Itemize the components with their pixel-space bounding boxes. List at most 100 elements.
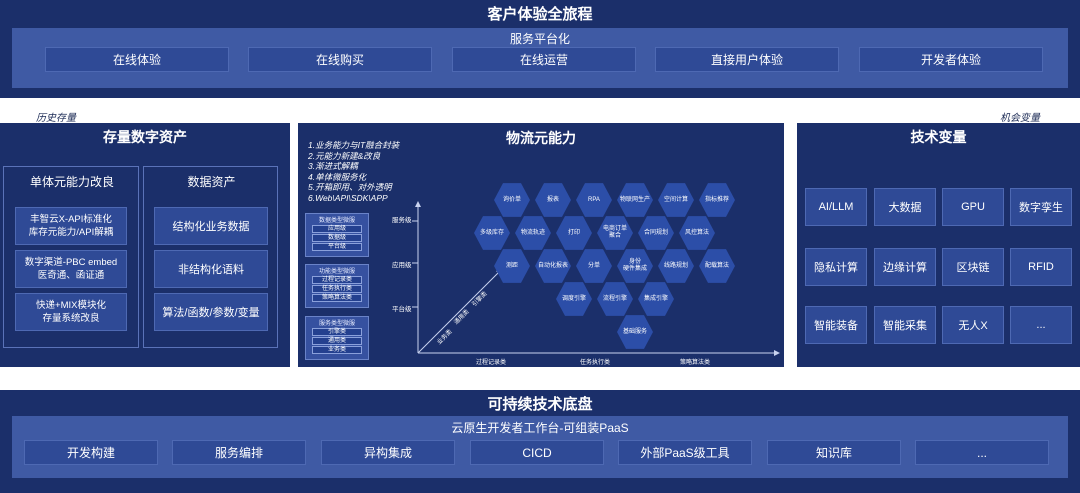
foundation-item-more[interactable]: ... <box>915 440 1049 465</box>
legend-function-type-head: 功能类型微服 <box>318 269 355 275</box>
digital-assets-title: 存量数字资产 <box>103 129 187 145</box>
foundation-item-external-paas[interactable]: 外部PaaS级工具 <box>618 440 752 465</box>
digital-assets-panel: 存量数字资产 单体元能力改良 丰智云X-API标准化 库存元能力/API解耦 数… <box>0 123 290 367</box>
x-level-task: 任务执行类 <box>580 360 611 366</box>
journey-item-direct-user[interactable]: 直接用户体验 <box>655 47 839 72</box>
legend-item: 业务类 <box>312 346 362 354</box>
opportunity-label: 机会变量 <box>1000 113 1040 124</box>
legend-data-type-head: 数据类型微服 <box>318 218 355 224</box>
legend-item: 平台级 <box>312 243 362 251</box>
logistics-capability-title: 物流元能力 <box>506 130 576 146</box>
hex-route[interactable]: 线路规划 <box>658 249 694 283</box>
service-platform-title: 服务平台化 <box>509 31 570 46</box>
tech-smart-collection[interactable]: 智能采集 <box>874 306 936 344</box>
tech-blockchain[interactable]: 区块链 <box>942 248 1004 286</box>
hex-dispatch[interactable]: 分单 <box>576 249 612 283</box>
hex-risk[interactable]: 风控算法 <box>679 216 715 250</box>
legend-function-type: 功能类型微服 过程记录类 任务执行类 策略算法类 <box>305 264 369 308</box>
legend-service-type-head: 服务类型微服 <box>318 321 355 327</box>
note-5: 5.开箱即用、对外透明 <box>308 182 392 192</box>
data-asset-unstructured[interactable]: 非结构化语料 <box>154 250 268 288</box>
legend-item: 通用类 <box>312 337 362 345</box>
hex-spatial[interactable]: 空间计算 <box>658 183 694 217</box>
hex-distance[interactable]: 测距 <box>494 249 530 283</box>
hex-process-engine[interactable]: 流程引擎 <box>597 282 633 316</box>
capability-improvement-title: 单体元能力改良 <box>29 174 114 189</box>
legend-service-type: 服务类型微服 引擎类 通用类 业务类 <box>305 316 369 360</box>
foundation-item-knowledge-base[interactable]: 知识库 <box>767 440 901 465</box>
tech-ai-llm[interactable]: AI/LLM <box>805 188 867 226</box>
data-assets-title: 数据资产 <box>187 174 236 189</box>
capability-item-2[interactable]: 数字渠道-PBC embed 医奇通、函证通 <box>15 250 127 288</box>
hex-indicator[interactable]: 指标推荐 <box>699 183 735 217</box>
foundation-item-heterogeneous[interactable]: 异构集成 <box>321 440 455 465</box>
tech-foundation-panel: 可持续技术底盘 云原生开发者工作台-可组装PaaS 开发构建 服务编排 异构集成… <box>0 390 1080 493</box>
x-level-process: 过程记录类 <box>476 360 507 366</box>
capability-item-3[interactable]: 快递+MIX模块化 存量系统改良 <box>15 293 127 331</box>
history-stock-label: 历史存量 <box>36 113 76 124</box>
logistics-capability-panel: 物流元能力 1.业务能力与IT融合封装 2.元能力新建&改良 3.渐进式解耦 4… <box>298 123 784 367</box>
journey-item-online-purchase[interactable]: 在线购买 <box>248 47 432 72</box>
legend-item: 数据级 <box>312 234 362 242</box>
journey-item-developer[interactable]: 开发者体验 <box>859 47 1043 72</box>
capability-notes: 1.业务能力与IT融合封装 2.元能力新建&改良 3.渐进式解耦 4.单体微服务… <box>308 140 399 203</box>
tech-privacy[interactable]: 隐私计算 <box>805 248 867 286</box>
x-level-strategy: 策略算法类 <box>680 360 711 366</box>
data-assets-column: 数据资产 结构化业务数据 非结构化语料 算法/函数/参数/变量 <box>143 166 278 348</box>
foundation-item-cicd[interactable]: CICD <box>470 440 604 465</box>
hex-report[interactable]: 报表 <box>535 183 571 217</box>
foundation-item-dev-build[interactable]: 开发构建 <box>24 440 158 465</box>
journey-item-online-experience[interactable]: 在线体验 <box>45 47 229 72</box>
hex-rpa[interactable]: RPA <box>576 183 612 217</box>
data-asset-structured[interactable]: 结构化业务数据 <box>154 207 268 245</box>
note-2: 2.元能力新建&改良 <box>308 150 381 161</box>
data-asset-algorithms[interactable]: 算法/函数/参数/变量 <box>154 293 268 331</box>
hex-contract[interactable]: 合同规划 <box>638 216 674 250</box>
hex-basic-service[interactable]: 基础服务 <box>617 315 653 349</box>
hex-multi-inventory[interactable]: 多级库存 <box>474 216 510 250</box>
paas-panel: 云原生开发者工作台-可组装PaaS 开发构建 服务编排 异构集成 CICD 外部… <box>12 416 1068 478</box>
legend-item: 引擎类 <box>312 328 362 336</box>
legend-data-type: 数据类型微服 应用级 数据级 平台级 <box>305 213 369 257</box>
hex-inquiry[interactable]: 询价单 <box>494 183 530 217</box>
tech-gpu[interactable]: GPU <box>942 188 1004 226</box>
y-level-application: 应用级 <box>392 262 412 269</box>
tech-smart-equipment[interactable]: 智能装备 <box>805 306 867 344</box>
tech-big-data[interactable]: 大数据 <box>874 188 936 226</box>
hex-print[interactable]: 打印 <box>556 216 592 250</box>
tech-more[interactable]: ... <box>1010 306 1072 344</box>
note-1: 1.业务能力与IT融合封装 <box>308 140 400 150</box>
tech-edge[interactable]: 边缘计算 <box>874 248 936 286</box>
hex-ecommerce[interactable]: 电商订单 聚合 <box>597 216 633 250</box>
tech-foundation-title: 可持续技术底盘 <box>487 395 593 413</box>
tech-unmanned[interactable]: 无人X <box>942 306 1004 344</box>
tech-rfid[interactable]: RFID <box>1010 248 1072 286</box>
y-level-platform: 平台级 <box>392 306 412 313</box>
note-4: 4.单体微服务化 <box>308 171 367 182</box>
capability-item-1[interactable]: 丰智云X-API标准化 库存元能力/API解耦 <box>15 207 127 245</box>
hex-logistics-track[interactable]: 物流轨迹 <box>515 216 551 250</box>
journey-item-online-operation[interactable]: 在线运营 <box>452 47 636 72</box>
legend-item: 过程记录类 <box>312 276 362 284</box>
hex-load[interactable]: 配载算法 <box>699 249 735 283</box>
customer-journey-panel: 客户体验全旅程 服务平台化 在线体验 在线购买 在线运营 直接用户体验 开发者体… <box>0 0 1080 98</box>
legend-item: 策略算法类 <box>312 294 362 302</box>
capability-improvement-column: 单体元能力改良 丰智云X-API标准化 库存元能力/API解耦 数字渠道-PBC… <box>3 166 139 348</box>
hex-auto-report[interactable]: 自动化报表 <box>535 249 571 283</box>
hex-iot[interactable]: 物联网生产 <box>617 183 653 217</box>
note-3: 3.渐进式解耦 <box>308 161 358 171</box>
hex-scheduling-engine[interactable]: 调度引擎 <box>556 282 592 316</box>
note-6: 6.Web\API\SDK\APP <box>308 192 388 203</box>
tech-variables-title: 技术变量 <box>910 129 967 145</box>
legend-item: 任务执行类 <box>312 285 362 293</box>
hex-identity[interactable]: 身份 硬件集成 <box>617 249 653 283</box>
customer-journey-title: 客户体验全旅程 <box>487 5 593 23</box>
foundation-item-orchestration[interactable]: 服务编排 <box>172 440 306 465</box>
legend-item: 应用级 <box>312 225 362 233</box>
hex-integration-engine[interactable]: 集成引擎 <box>638 282 674 316</box>
y-level-service: 服务级 <box>392 217 412 224</box>
paas-title: 云原生开发者工作台-可组装PaaS <box>451 420 629 435</box>
tech-digital-twin[interactable]: 数字孪生 <box>1010 188 1072 226</box>
tech-variables-panel: 技术变量 AI/LLM 大数据 GPU 数字孪生 隐私计算 边缘计算 区块链 R… <box>797 123 1080 367</box>
service-platform-panel: 服务平台化 在线体验 在线购买 在线运营 直接用户体验 开发者体验 <box>12 28 1068 88</box>
